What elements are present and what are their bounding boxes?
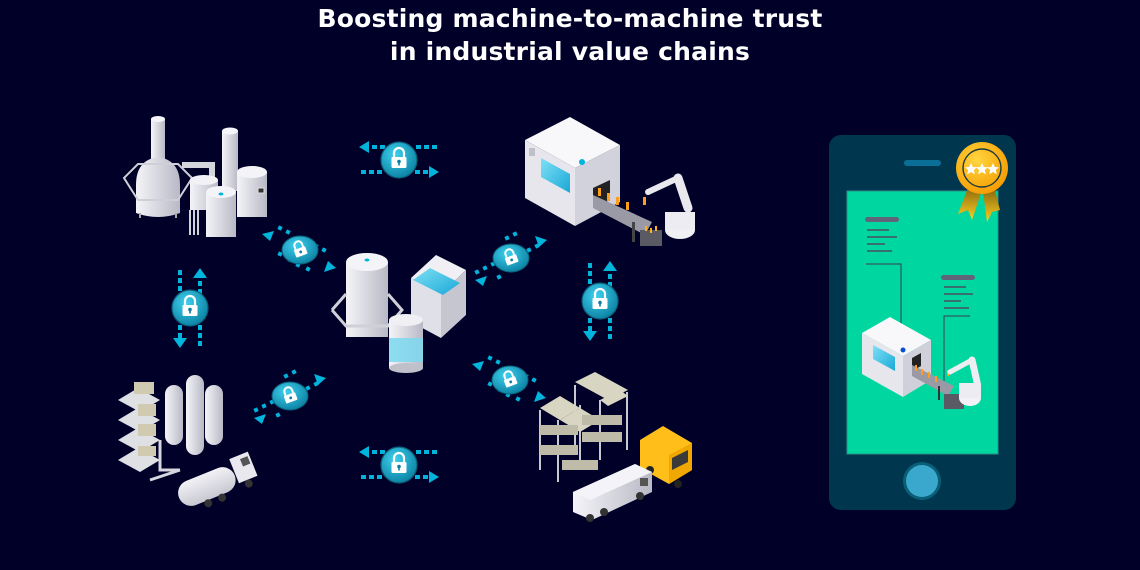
star-icon [965, 163, 977, 175]
lock-icon [491, 365, 529, 395]
process-tank-icon [330, 253, 466, 373]
star-icon [976, 163, 988, 175]
lock-icon [281, 235, 319, 265]
lock-icon [170, 288, 210, 328]
secure-link-bottom [359, 445, 439, 485]
screen-info-block-1 [865, 217, 902, 326]
lock-icon [492, 243, 530, 273]
star-icon [987, 163, 999, 175]
silo-tanker-icon [118, 375, 258, 508]
chemical-plant-icon [122, 116, 267, 237]
secure-link-diagonal-upper-left [262, 225, 336, 272]
secure-link-diagonal-lower-left [253, 369, 326, 424]
secure-link-left-vertical [170, 268, 210, 348]
medal-three-stars-icon [956, 142, 1008, 222]
secure-link-top [359, 140, 439, 180]
lock-icon [379, 445, 419, 485]
smartphone-icon [829, 135, 1016, 510]
bottling-machine-icon [525, 117, 695, 246]
lock-icon [271, 381, 309, 411]
secure-link-right-vertical [580, 261, 620, 341]
title-line-1: Boosting machine-to-machine trust [317, 4, 823, 33]
home-button [906, 465, 938, 497]
warehouse-truck-icon [539, 372, 692, 522]
star-rating [965, 163, 999, 175]
screen-info-block-2 [941, 275, 975, 386]
title-line-2: in industrial value chains [389, 37, 751, 66]
screen-machine-illustration [862, 317, 981, 409]
secure-link-diagonal-lower-right [472, 355, 546, 402]
page-title: Boosting machine-to-machine trust in ind… [0, 2, 1140, 68]
lock-icon [379, 140, 419, 180]
secure-link-diagonal-upper-right [474, 231, 547, 286]
lock-icon [580, 281, 620, 321]
